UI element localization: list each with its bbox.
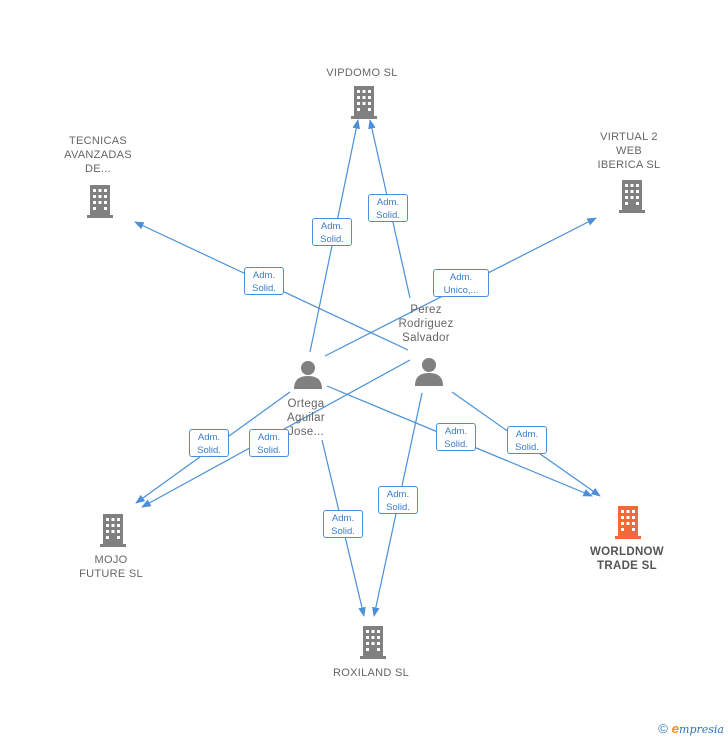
footer-brand[interactable]: © empresia xyxy=(658,721,724,736)
building-icon-roxiland[interactable] xyxy=(357,624,389,660)
company-label-vipdomo[interactable]: VIPDOMO SL xyxy=(326,67,398,79)
company-label-mojo[interactable]: MOJO FUTURE SL xyxy=(79,554,143,580)
relation-badge[interactable]: Adm.Solid. xyxy=(436,423,476,451)
company-label-tecnicas[interactable]: TECNICAS AVANZADAS DE... xyxy=(64,135,132,175)
person-icon-perez[interactable] xyxy=(413,355,445,387)
relation-badge[interactable]: Adm.Solid. xyxy=(249,429,289,457)
relation-badge[interactable]: Adm.Unico,... xyxy=(433,269,489,297)
person-label-perez[interactable]: Perez Rodriguez Salvador xyxy=(398,304,454,344)
company-label-worldnow[interactable]: WORLDNOW TRADE SL xyxy=(590,546,664,572)
person-label-ortega[interactable]: Ortega Aguilar Jose... xyxy=(287,398,325,438)
building-icon-worldnow[interactable] xyxy=(612,504,644,540)
person-icon-ortega[interactable] xyxy=(292,358,324,390)
relation-badge[interactable]: Adm.Solid. xyxy=(368,194,408,222)
relation-badge[interactable]: Adm.Solid. xyxy=(244,267,284,295)
building-icon-vipdomo[interactable] xyxy=(348,84,380,120)
relation-badge[interactable]: Adm.Solid. xyxy=(323,510,363,538)
relation-badge[interactable]: Adm.Solid. xyxy=(378,486,418,514)
building-icon-virtual2[interactable] xyxy=(616,178,648,214)
relation-badge[interactable]: Adm.Solid. xyxy=(312,218,352,246)
copyright-icon: © xyxy=(658,721,668,736)
company-label-virtual2[interactable]: VIRTUAL 2 WEB IBERICA SL xyxy=(597,131,661,171)
building-icon-tecnicas[interactable] xyxy=(84,183,116,219)
relation-badge[interactable]: Adm.Solid. xyxy=(507,426,547,454)
brand-logo: empresia xyxy=(671,721,724,736)
company-label-roxiland[interactable]: ROXILAND SL xyxy=(332,667,410,679)
relation-badge[interactable]: Adm.Solid. xyxy=(189,429,229,457)
building-icon-mojo[interactable] xyxy=(97,512,129,548)
